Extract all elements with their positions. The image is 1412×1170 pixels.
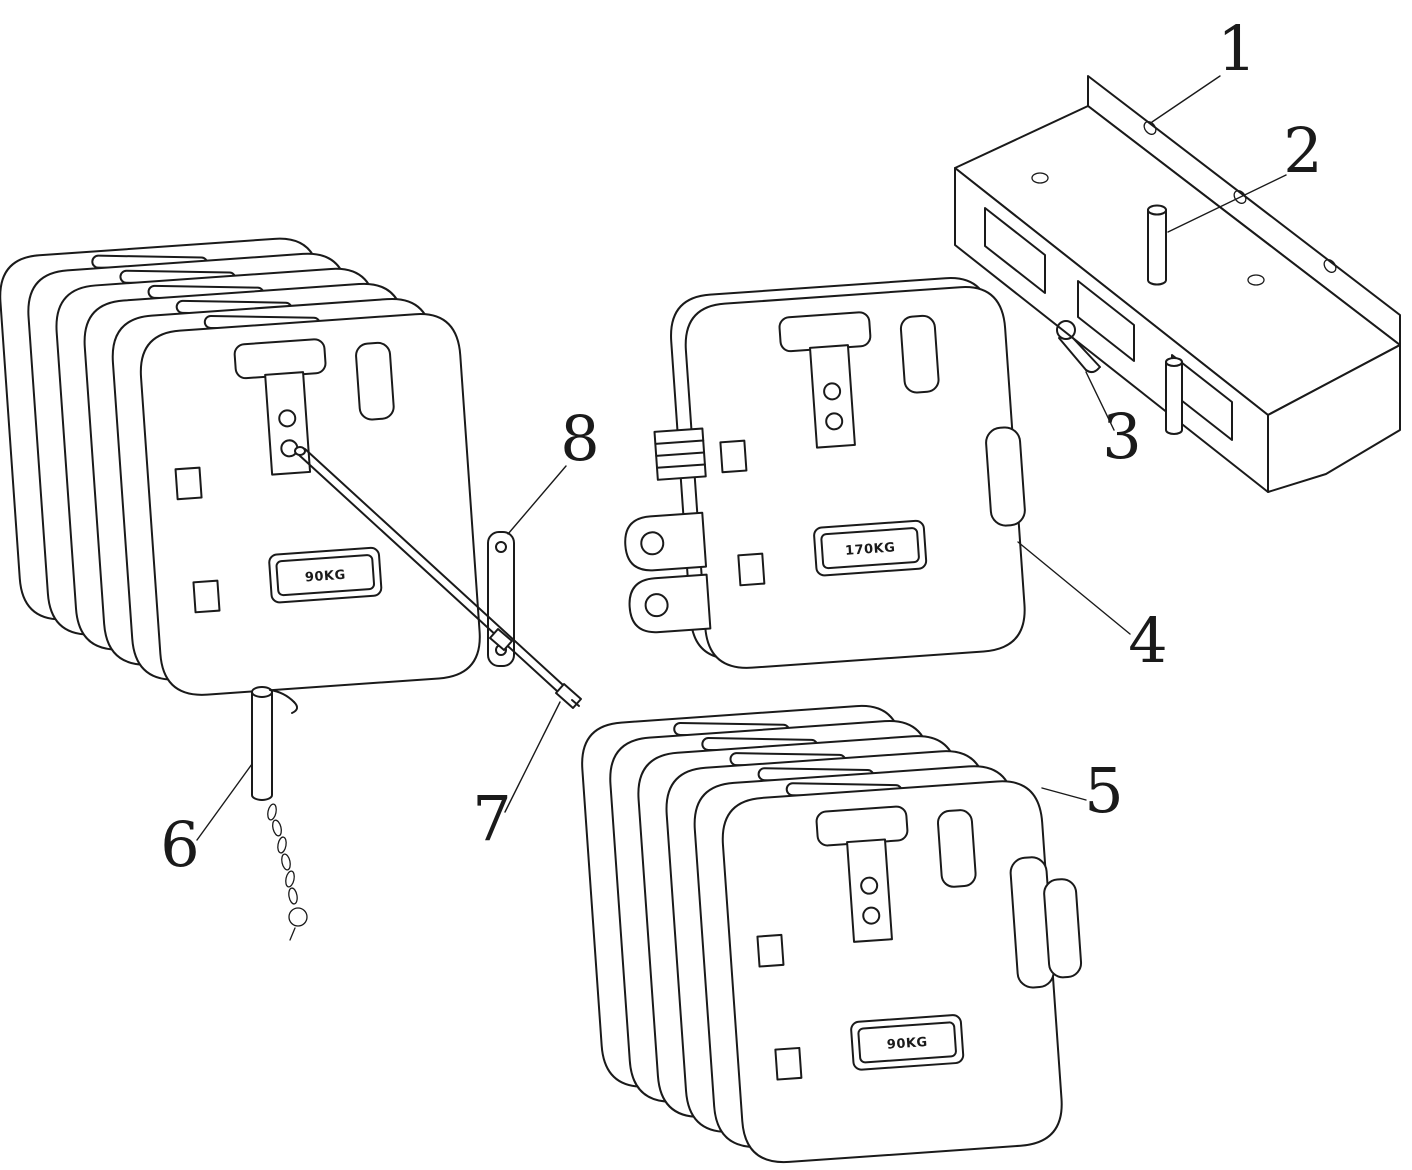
lug-hole [640,531,665,556]
left-weight-stack: 90KG [0,234,484,699]
weight-plate-face [718,777,1066,1166]
bracket-opening [1077,280,1135,362]
hook-prong [985,426,1026,527]
chain-link [281,853,291,871]
through-rod [294,446,582,709]
callout-number: 3 [1102,400,1141,473]
weight-plate-face [681,283,1029,672]
callouts: 1 2 3 4 5 6 7 8 [160,12,1322,881]
chain-ring [288,907,308,927]
weight-plate-face [136,310,484,699]
weight-plaque: 90KG [304,568,346,586]
callout-number: 4 [1128,604,1167,677]
callout-1: 1 [1151,12,1257,123]
retaining-pin-with-chain [251,686,308,941]
callout-5: 5 [1041,754,1124,827]
callout-number: 8 [560,402,599,475]
callout-number: 5 [1084,754,1123,827]
chain-link [277,836,287,854]
locking-pin-rear [1165,357,1183,435]
flange-hole [1323,259,1337,273]
bottom-weight-stack: 90KG [578,702,1083,1166]
chain-link [272,819,282,837]
flange-hole [1143,121,1157,135]
callout-8: 8 [507,402,600,535]
single-weight-plate: 170KG [624,274,1029,672]
chain-link [288,887,298,905]
edge-rib-lines [654,439,706,469]
bracket-opening [984,207,1046,294]
callout-4: 4 [1017,541,1168,677]
rod-tip [294,446,306,456]
lug-hole [644,593,669,618]
mounting-lug [624,511,708,572]
weight-plaque: 90KG [886,1035,928,1053]
link-bar-hole [495,541,507,553]
rod-nut [489,628,513,651]
hook-prong [1043,878,1083,979]
weight-plaque: 170KG [845,540,896,558]
mounting-bracket [954,75,1401,493]
callout-7: 7 [472,701,561,855]
callout-number: 1 [1217,12,1256,85]
flange-hole [1233,190,1247,204]
top-hole [1247,274,1265,286]
callout-2: 2 [1167,114,1323,233]
top-hole [1031,172,1049,184]
chain-link [285,870,295,888]
callout-number: 2 [1283,114,1322,187]
callout-number: 6 [160,808,199,881]
bracket-right-end [1267,344,1401,493]
locking-pin [1147,204,1167,286]
callout-6: 6 [160,763,253,881]
cotter-clip [1056,320,1101,374]
callout-number: 7 [472,782,511,855]
callout-3: 3 [1085,371,1142,473]
mounting-lug [628,573,712,634]
chain-link [267,803,277,821]
